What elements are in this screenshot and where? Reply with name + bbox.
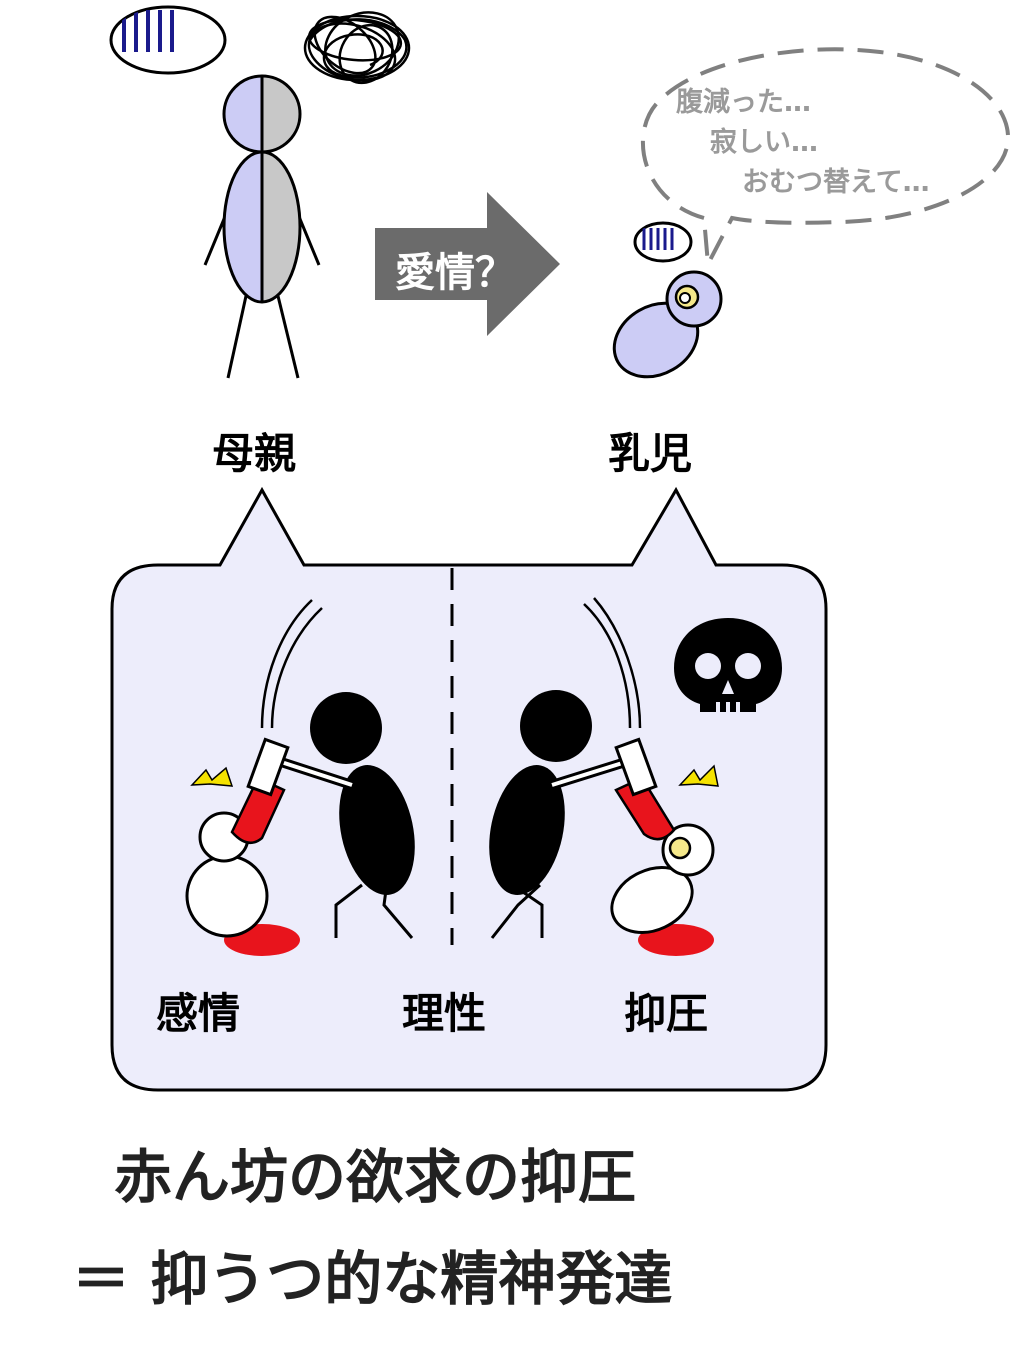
left-scene: [185, 599, 415, 956]
infant-figure: [612, 221, 723, 379]
emotion-label: 感情: [156, 989, 241, 1038]
arrow-label: 愛情？: [395, 250, 515, 296]
arrow-shape: [375, 192, 560, 336]
thought-line-1: 腹減った…: [676, 87, 811, 118]
thought-line-2: 寂しい…: [710, 127, 818, 158]
suppression-label: 抑圧: [624, 989, 709, 1038]
skull-icon: [674, 618, 782, 712]
thought-line-3: おむつ替えて…: [742, 167, 930, 198]
caption-line-2: ＝ 抑うつ的な精神発達: [72, 1245, 673, 1313]
reason-label: 理性: [402, 989, 487, 1038]
right-scene: [489, 597, 719, 956]
mother-label: 母親: [212, 429, 297, 478]
caption-line-1: 赤ん坊の欲求の抑圧: [114, 1143, 637, 1211]
scribble-icon: [303, 11, 411, 85]
mother-stripes-icon: [109, 5, 227, 75]
infant-label: 乳児: [608, 429, 693, 478]
thought-bubble: [640, 47, 1011, 272]
infant-stripes-icon: [633, 221, 693, 263]
mother-figure: [203, 74, 321, 379]
